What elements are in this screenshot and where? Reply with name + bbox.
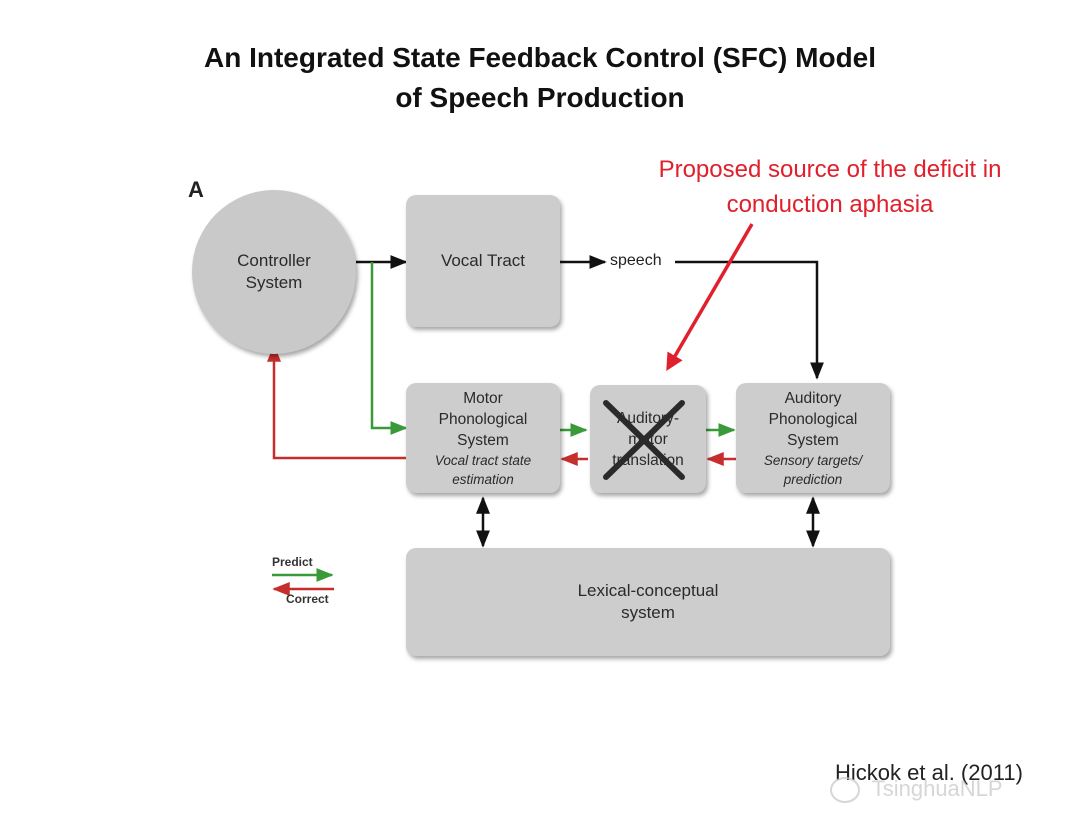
title-line-2: of Speech Production — [395, 82, 685, 113]
vocal-tract-node — [406, 195, 560, 327]
auditory-system-label: Auditory Phonological System Sensory tar… — [736, 387, 890, 489]
controller-label: Controller System — [192, 190, 356, 354]
motor-line-1: Motor — [463, 389, 503, 407]
wechat-icon — [830, 777, 860, 804]
arrow-speech-to-auditory — [675, 260, 824, 380]
legend-predict-label: Predict — [272, 555, 313, 569]
slide-title: An Integrated State Feedback Control (SF… — [0, 38, 1080, 118]
vocal-tract-text: Vocal Tract — [440, 251, 526, 270]
motor-system-label: Motor Phonological System Vocal tract st… — [406, 387, 560, 489]
controller-node — [192, 190, 356, 354]
diagram-arrows — [267, 255, 824, 596]
motor-line-3: System — [457, 431, 509, 449]
callout-line-2: conduction aphasia — [726, 191, 934, 218]
citation: Hickok et al. (2011) — [835, 760, 1023, 785]
arrow-predict-controller-to-motor — [370, 262, 408, 435]
panel-letter: A — [188, 177, 204, 202]
motor-line-2: Phonological — [438, 410, 528, 428]
speech-label: speech — [610, 252, 662, 269]
motor-italic-1: Vocal tract state — [434, 452, 532, 468]
legend-correct-label: Correct — [286, 592, 329, 606]
auditory-italic-2: prediction — [783, 471, 843, 487]
sfc-diagram: A Controller System Vocal Tract speech M… — [180, 165, 900, 665]
lexical-line-1: Lexical-conceptual — [577, 581, 719, 600]
motor-system-node — [406, 383, 560, 493]
controller-line-2: System — [245, 273, 303, 292]
watermark: TsinghuaNLP — [830, 776, 1003, 804]
lexical-label: Lexical-conceptual system — [406, 548, 890, 656]
translation-line-3: translation — [612, 451, 684, 469]
auditory-system-node — [736, 383, 890, 493]
motor-italic-2: estimation — [452, 471, 514, 487]
auditory-line-3: System — [787, 431, 839, 449]
translation-line-1: Auditory- — [616, 409, 680, 427]
vocal-tract-label: Vocal Tract — [406, 195, 560, 327]
translation-label: Auditory- motor translation — [590, 385, 706, 493]
callout-text: Proposed source of the deficit in conduc… — [600, 152, 1060, 222]
auditory-line-2: Phonological — [768, 410, 858, 428]
translation-line-2: motor — [628, 430, 668, 448]
arrow-correct-motor-to-controller — [267, 344, 406, 460]
title-line-1: An Integrated State Feedback Control (SF… — [203, 42, 877, 73]
auditory-italic-1: Sensory targets/ — [763, 452, 863, 468]
callout-line-1: Proposed source of the deficit in — [658, 156, 1002, 183]
auditory-line-1: Auditory — [784, 389, 842, 407]
controller-line-1: Controller — [237, 251, 311, 270]
lexical-line-2: system — [621, 603, 675, 622]
lexical-node — [406, 548, 890, 656]
watermark-text: TsinghuaNLP — [871, 776, 1003, 801]
